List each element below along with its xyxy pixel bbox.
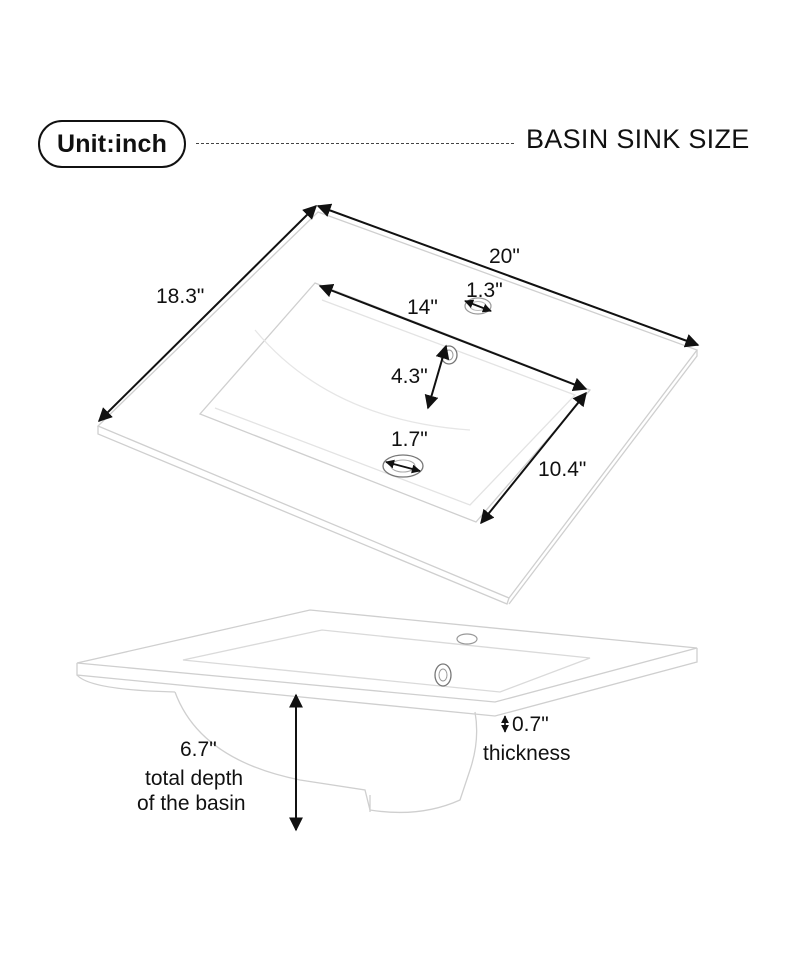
header-divider — [196, 143, 514, 144]
label-18-3: 18.3" — [156, 285, 204, 308]
faucet-hole-arrow — [464, 299, 492, 313]
drain-hole-arrow — [385, 459, 421, 474]
label-thickness: thickness — [483, 742, 571, 765]
depth-10-4-arrow — [480, 391, 587, 525]
side-rim-front — [76, 648, 698, 717]
unit-badge: Unit:inch — [38, 120, 186, 168]
depth-18-3-arrow — [98, 205, 317, 422]
label-14: 14" — [407, 296, 438, 319]
label-4-3: 4.3" — [391, 365, 428, 388]
label-6-7: 6.7" — [180, 738, 217, 761]
label-10-4: 10.4" — [538, 458, 586, 481]
sink-outer-rim — [96, 211, 699, 599]
basin-opening — [198, 282, 592, 523]
label-of-the-basin: of the basin — [137, 792, 246, 815]
label-1-7: 1.7" — [391, 428, 428, 451]
side-bowl — [174, 691, 478, 814]
basin-inner-line — [254, 329, 471, 431]
side-rim-left — [76, 674, 176, 693]
side-faucet-hole — [456, 633, 478, 645]
sink-side-view — [76, 609, 698, 814]
label-total-depth: total depth — [145, 767, 243, 790]
gap-4-3-arrow — [424, 344, 450, 410]
label-1-3: 1.3" — [466, 279, 503, 302]
sink-top-view — [96, 211, 699, 605]
side-rim-top — [76, 609, 698, 703]
page-title: BASIN SINK SIZE — [526, 124, 750, 154]
label-0-7: 0.7" — [512, 713, 549, 736]
width-14-arrow — [318, 284, 588, 391]
width-20-arrow — [316, 203, 700, 348]
side-overflow-drain — [434, 663, 452, 687]
label-20: 20" — [489, 245, 520, 268]
side-basin-opening — [182, 629, 591, 693]
